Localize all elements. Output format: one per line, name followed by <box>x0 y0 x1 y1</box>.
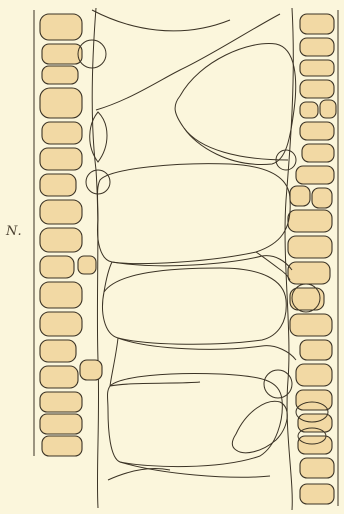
cell <box>40 414 82 434</box>
cell <box>42 436 82 456</box>
cell <box>300 38 334 56</box>
middle-cell <box>103 268 287 344</box>
cell <box>300 14 334 34</box>
cell <box>40 174 76 196</box>
cell <box>40 14 82 40</box>
cell <box>42 122 82 144</box>
cell <box>80 360 102 380</box>
cell <box>320 100 336 118</box>
cell <box>40 392 82 412</box>
membrane-line <box>92 10 230 31</box>
cell <box>300 80 334 98</box>
cell <box>288 262 330 284</box>
cell <box>300 122 334 140</box>
cell <box>40 312 82 336</box>
membrane-line <box>110 338 118 386</box>
cell <box>302 144 334 162</box>
cell <box>40 340 76 362</box>
top-right-cell <box>175 43 296 164</box>
cell <box>300 340 332 360</box>
lower-middle-cell <box>108 374 283 467</box>
membrane-line <box>108 468 170 480</box>
cell <box>40 282 82 308</box>
cell <box>78 256 96 274</box>
cell <box>300 60 334 76</box>
right-cell-column <box>288 14 336 504</box>
cell <box>40 148 82 170</box>
cell <box>300 484 334 504</box>
cell <box>298 436 332 454</box>
cell <box>40 88 82 118</box>
cell <box>40 200 82 224</box>
cell <box>288 236 332 258</box>
upper-middle-cell <box>98 164 291 264</box>
cell <box>300 458 334 478</box>
cell <box>42 66 78 84</box>
cell <box>296 364 332 386</box>
membrane-line <box>118 338 296 360</box>
cell <box>40 256 74 278</box>
cell <box>300 102 318 118</box>
membrane-line <box>96 14 280 110</box>
right-inner-wall <box>285 8 293 510</box>
cell <box>288 210 332 232</box>
cell <box>40 228 82 252</box>
cell <box>312 188 332 208</box>
membrane-line <box>110 382 200 386</box>
cell <box>42 44 82 64</box>
cell <box>290 186 310 206</box>
cell <box>296 390 332 410</box>
cell <box>296 166 334 184</box>
cell <box>40 366 78 388</box>
cell <box>290 314 332 336</box>
